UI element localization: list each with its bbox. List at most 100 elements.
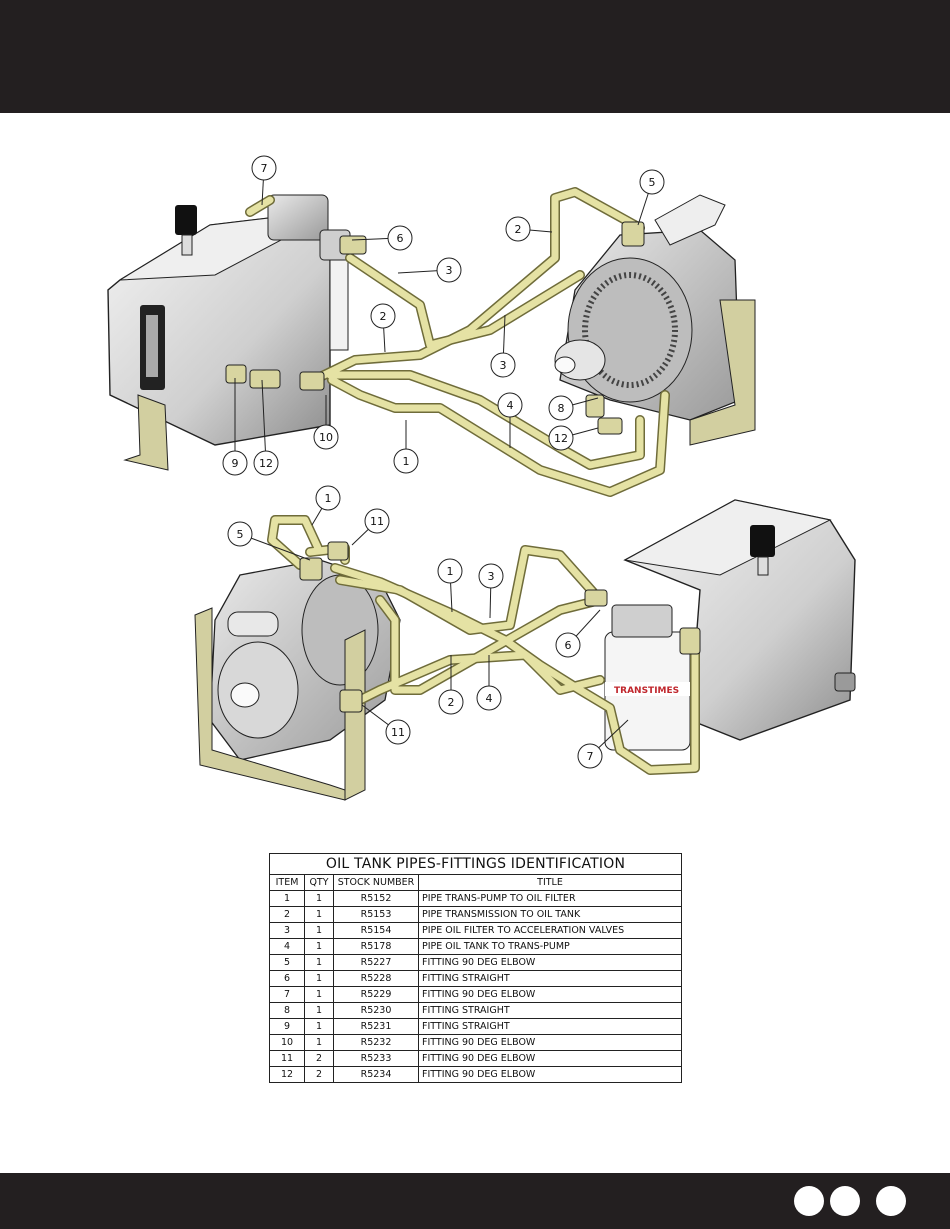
balloon-balloons_top: 6	[351, 225, 413, 251]
cell-qty: 1	[304, 970, 334, 987]
balloon-label: 3	[500, 359, 507, 372]
balloon-balloons_bottom: 11	[351, 508, 390, 546]
footer-dot	[794, 1186, 824, 1216]
cell-qty: 2	[304, 1066, 334, 1083]
cell-qty: 1	[304, 938, 334, 955]
cell-qty: 1	[304, 1002, 334, 1019]
balloon-balloons_bottom: 1	[311, 485, 341, 526]
balloon-label: 1	[447, 565, 454, 578]
cell-item: 10	[269, 1034, 305, 1051]
footer-bar	[0, 1173, 950, 1229]
cell-stock: R5152	[333, 890, 419, 907]
balloon-label: 4	[486, 692, 493, 705]
cell-title: FITTING 90 DEG ELBOW	[418, 1050, 682, 1067]
top-pipes	[245, 187, 670, 497]
bottom-oil-tank	[623, 499, 856, 741]
balloon-label: 10	[319, 431, 333, 444]
bottom-fittings	[299, 541, 701, 713]
header-bar	[0, 0, 950, 113]
bom-title: OIL TANK PIPES-FITTINGS IDENTIFICATION	[269, 853, 682, 875]
cell-stock: R5228	[333, 970, 419, 987]
footer-dot	[876, 1186, 906, 1216]
balloon-label: 6	[565, 639, 572, 652]
cell-item: 11	[269, 1050, 305, 1067]
header-qty: QTY	[304, 874, 334, 891]
cell-title: FITTING STRAIGHT	[418, 1018, 682, 1035]
cell-item: 5	[269, 954, 305, 971]
cell-stock: R5153	[333, 906, 419, 923]
cell-item: 12	[269, 1066, 305, 1083]
cell-item: 6	[269, 970, 305, 987]
top-transmission-pump	[554, 194, 756, 446]
balloon-balloons_bottom: 1	[437, 558, 463, 613]
cell-qty: 1	[304, 906, 334, 923]
balloon-label: 1	[403, 455, 410, 468]
cell-qty: 1	[304, 1018, 334, 1035]
cell-title: FITTING 90 DEG ELBOW	[418, 1066, 682, 1083]
balloon-label: 2	[515, 223, 522, 236]
footer-dot	[830, 1186, 860, 1216]
balloon-label: 12	[554, 432, 568, 445]
balloon-balloons_top: 8	[548, 395, 599, 421]
assembly-drawing: TRANSTIMES	[107, 155, 856, 801]
cell-qty: 1	[304, 986, 334, 1003]
cell-stock: R5178	[333, 938, 419, 955]
balloon-balloons_top: 5	[637, 169, 665, 226]
balloon-balloons_bottom: 6	[555, 609, 601, 658]
top-fittings	[225, 221, 645, 435]
balloon-label: 3	[488, 570, 495, 583]
balloon-label: 2	[380, 310, 387, 323]
cell-qty: 1	[304, 954, 334, 971]
cell-title: PIPE OIL TANK TO TRANS-PUMP	[418, 938, 682, 955]
header-stock-number: STOCK NUMBER	[333, 874, 419, 891]
bottom-pipes	[267, 515, 700, 775]
cell-stock: R5230	[333, 1002, 419, 1019]
cell-stock: R5227	[333, 954, 419, 971]
bom-table: OIL TANK PIPES-FITTINGS IDENTIFICATION I…	[269, 853, 682, 1083]
balloon-label: 4	[507, 399, 514, 412]
cell-stock: R5229	[333, 986, 419, 1003]
balloon-balloons_top: 10	[313, 395, 339, 450]
balloon-balloons_top: 2	[370, 303, 396, 353]
filter-brand-label: TRANSTIMES	[614, 686, 679, 696]
balloon-balloons_bottom: 7	[577, 719, 629, 769]
balloon-balloons_bottom: 2	[438, 655, 464, 715]
balloon-balloons_top: 9	[222, 378, 248, 476]
balloon-balloons_top: 4	[497, 392, 523, 448]
cell-title: PIPE TRANSMISSION TO OIL TANK	[418, 906, 682, 923]
balloon-balloons_top: 12	[548, 425, 599, 451]
balloon-label: 6	[397, 232, 404, 245]
balloon-balloons_bottom: 3	[478, 563, 504, 619]
cell-item: 8	[269, 1002, 305, 1019]
cell-title: PIPE OIL FILTER TO ACCELERATION VALVES	[418, 922, 682, 939]
cell-stock: R5154	[333, 922, 419, 939]
balloon-balloons_top: 7	[251, 155, 277, 206]
cell-item: 1	[269, 890, 305, 907]
balloon-balloons_top: 3	[397, 257, 462, 283]
cell-title: FITTING 90 DEG ELBOW	[418, 1034, 682, 1051]
balloon-label: 12	[259, 457, 273, 470]
balloon-balloons_bottom: 5	[227, 521, 311, 561]
balloon-label: 8	[558, 402, 565, 415]
balloon-balloons_top: 12	[253, 379, 279, 476]
cell-title: FITTING STRAIGHT	[418, 970, 682, 987]
balloon-balloons_top: 3	[490, 314, 516, 378]
balloon-label: 7	[261, 162, 268, 175]
balloon-label: 2	[448, 696, 455, 709]
cell-title: FITTING STRAIGHT	[418, 1002, 682, 1019]
cell-item: 2	[269, 906, 305, 923]
balloon-balloons_top: 1	[393, 420, 419, 474]
cell-qty: 1	[304, 890, 334, 907]
cell-stock: R5233	[333, 1050, 419, 1067]
